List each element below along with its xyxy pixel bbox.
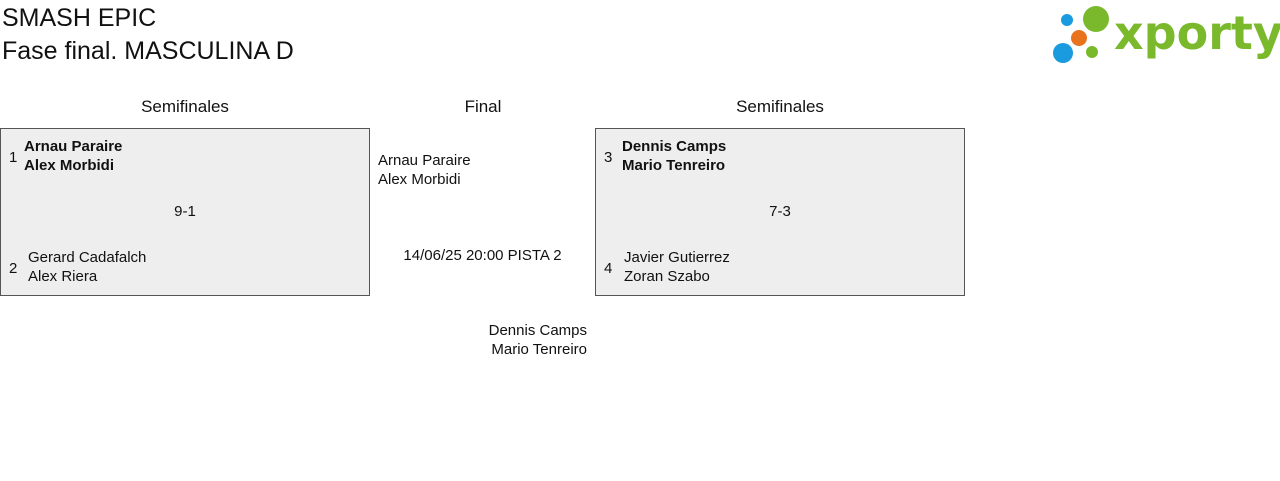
phase-title: Fase final. MASCULINA D [2, 37, 294, 65]
logo-wordmark: xporty [1114, 6, 1280, 60]
team-loser: Gerard Cadafalch Alex Riera [28, 248, 146, 286]
round-label-semifinal-right: Semifinales [736, 97, 824, 116]
team-winner: Arnau Paraire Alex Morbidi [24, 137, 122, 175]
match-score: 9-1 [174, 203, 196, 220]
xporty-logo: xporty [1050, 3, 1280, 69]
player-name: Mario Tenreiro [491, 341, 587, 358]
match-score: 7-3 [769, 203, 791, 220]
semifinal-left-match[interactable]: 1 Arnau Paraire Alex Morbidi 9-1 2 Gerar… [0, 128, 370, 296]
player-name: Zoran Szabo [624, 268, 710, 285]
round-label-semifinal-left: Semifinales [141, 97, 229, 116]
player-name: Alex Morbidi [378, 171, 461, 188]
final-team-bottom: Dennis Camps Mario Tenreiro [400, 321, 587, 359]
player-name: Gerard Cadafalch [28, 249, 147, 266]
player-name: Dennis Camps [622, 138, 727, 155]
player-name: Arnau Paraire [24, 138, 123, 155]
seed-number: 3 [604, 149, 613, 166]
final-schedule: 14/06/25 20:00 PISTA 2 [403, 247, 562, 264]
team-loser: Javier Gutierrez Zoran Szabo [624, 248, 730, 286]
player-name: Alex Morbidi [24, 157, 115, 174]
player-name: Alex Riera [28, 268, 98, 285]
seed-number: 1 [9, 149, 18, 166]
seed-number: 2 [9, 260, 18, 277]
player-name: Arnau Paraire [378, 152, 471, 169]
logo-dots-icon [1053, 6, 1109, 63]
tournament-title: SMASH EPIC [2, 4, 157, 32]
seed-number: 4 [604, 260, 613, 277]
round-label-final: Final [464, 97, 502, 116]
player-name: Mario Tenreiro [622, 157, 726, 174]
player-name: Dennis Camps [488, 322, 587, 339]
semifinal-right-match[interactable]: 3 Dennis Camps Mario Tenreiro 7-3 4 Javi… [595, 128, 965, 296]
final-team-top: Arnau Paraire Alex Morbidi [378, 151, 471, 189]
player-name: Javier Gutierrez [624, 249, 730, 266]
team-winner: Dennis Camps Mario Tenreiro [622, 137, 726, 175]
